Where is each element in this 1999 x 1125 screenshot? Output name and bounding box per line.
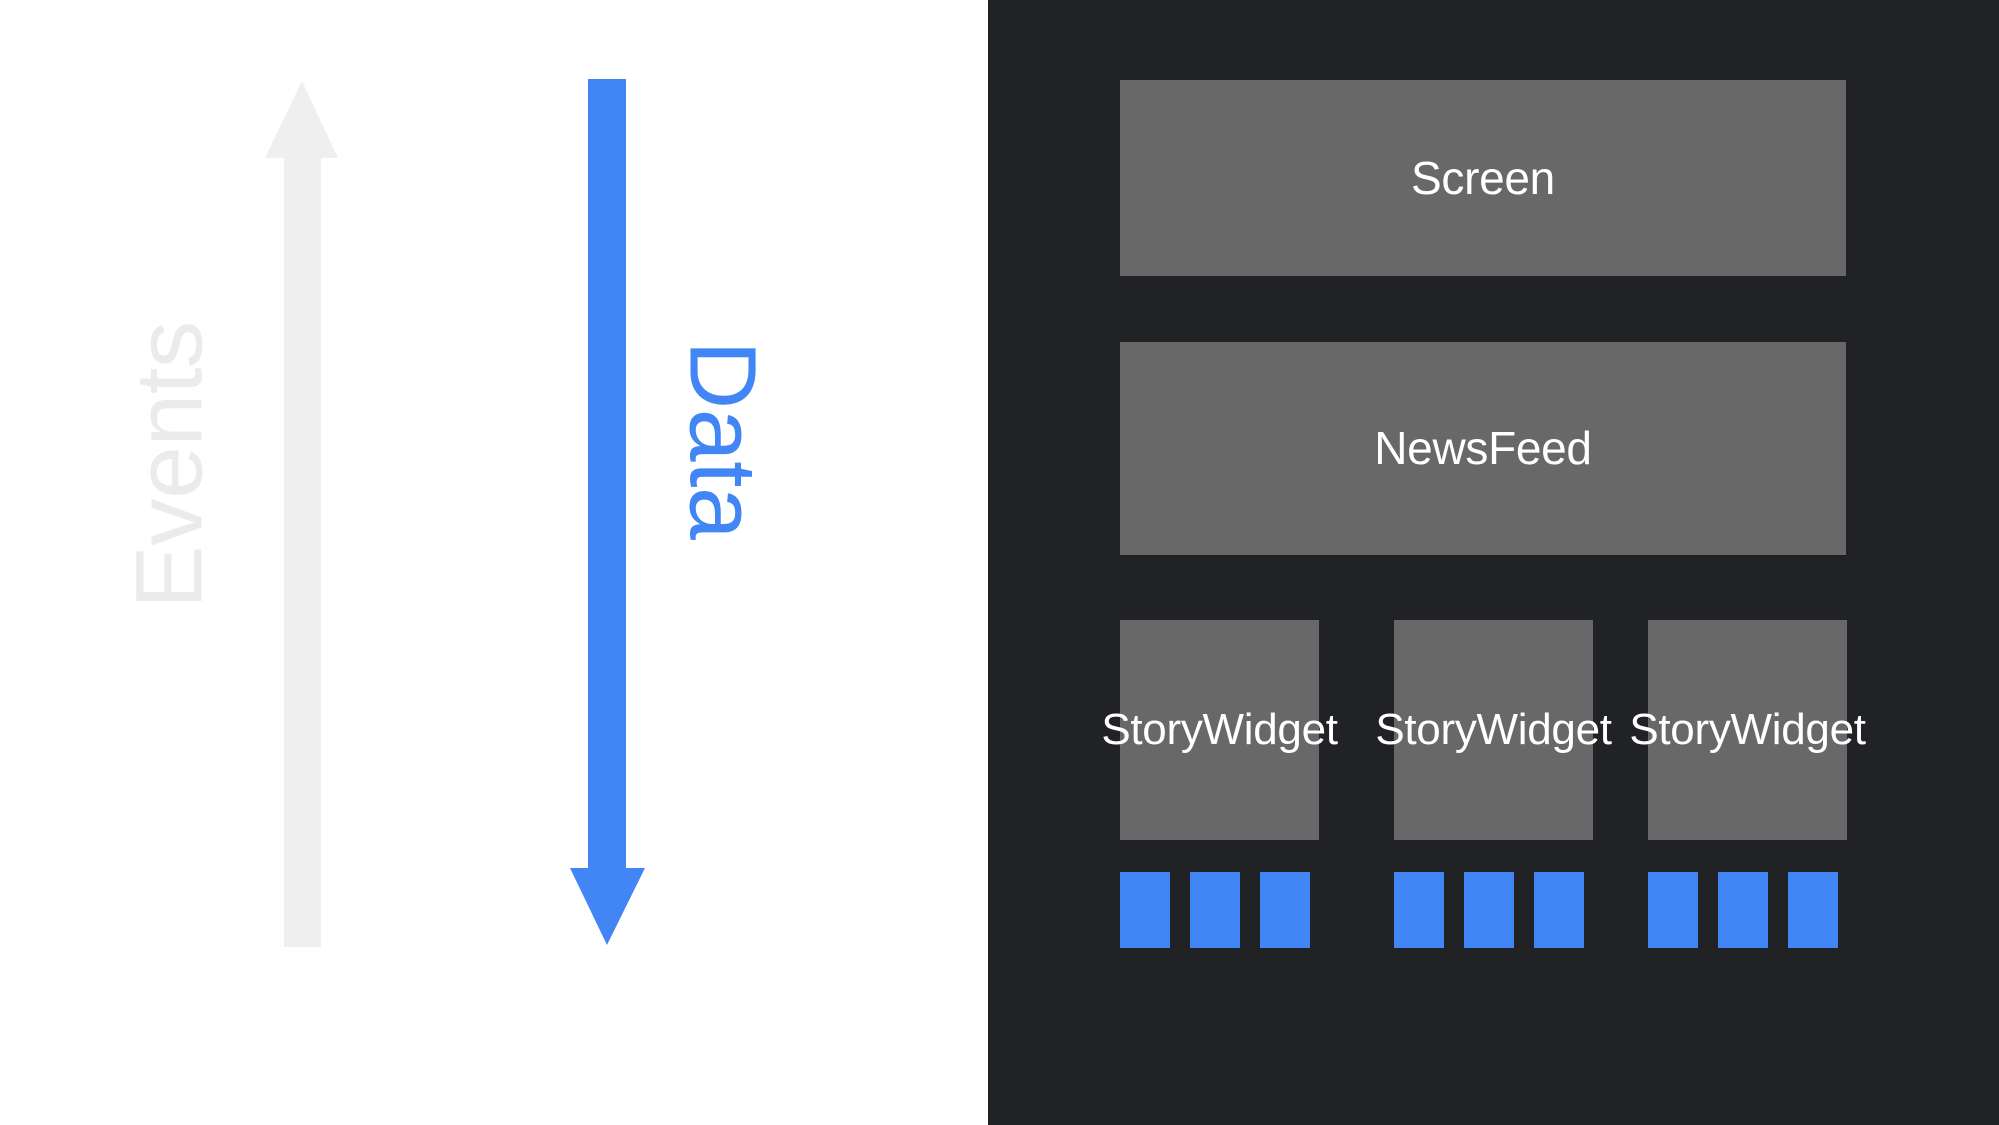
leaf-bars-group-3 — [1648, 872, 1838, 948]
leaf-node-bar[interactable] — [1394, 872, 1444, 948]
story-widget-label-line2: Widget — [1730, 704, 1866, 754]
leaf-node-bar[interactable] — [1260, 872, 1310, 948]
leaf-bars-group-2 — [1394, 872, 1584, 948]
leaf-node-bar[interactable] — [1788, 872, 1838, 948]
story-widget-label-line1: Story — [1101, 704, 1203, 754]
events-axis-label: Events — [116, 321, 223, 609]
node-screen[interactable]: Screen — [1120, 80, 1846, 276]
events-arrow — [265, 81, 338, 947]
leaf-node-bar[interactable] — [1648, 872, 1698, 948]
leaf-node-bar[interactable] — [1190, 872, 1240, 948]
data-axis-label: Data — [669, 340, 776, 540]
flow-direction-pane: Events Data — [0, 0, 988, 1125]
component-tree-pane: Screen NewsFeed Story Widget Story Widge… — [988, 0, 1999, 1125]
data-arrow — [570, 79, 645, 945]
story-widget-label-line1: Story — [1629, 704, 1731, 754]
story-widget-label-line2: Widget — [1202, 704, 1338, 754]
story-widget-label-line1: Story — [1375, 704, 1477, 754]
node-story-widget-1[interactable]: Story Widget — [1101, 620, 1338, 840]
node-newsfeed[interactable]: NewsFeed — [1120, 342, 1846, 555]
node-story-widget-3[interactable]: Story Widget — [1629, 620, 1866, 840]
node-story-widget-2[interactable]: Story Widget — [1375, 620, 1612, 840]
leaf-bars-group-1 — [1120, 872, 1310, 948]
story-widget-label-line2: Widget — [1476, 704, 1612, 754]
leaf-node-bar[interactable] — [1464, 872, 1514, 948]
leaf-node-bar[interactable] — [1120, 872, 1170, 948]
flow-arrows — [265, 79, 645, 947]
leaf-node-bar[interactable] — [1718, 872, 1768, 948]
leaf-node-bar[interactable] — [1534, 872, 1584, 948]
